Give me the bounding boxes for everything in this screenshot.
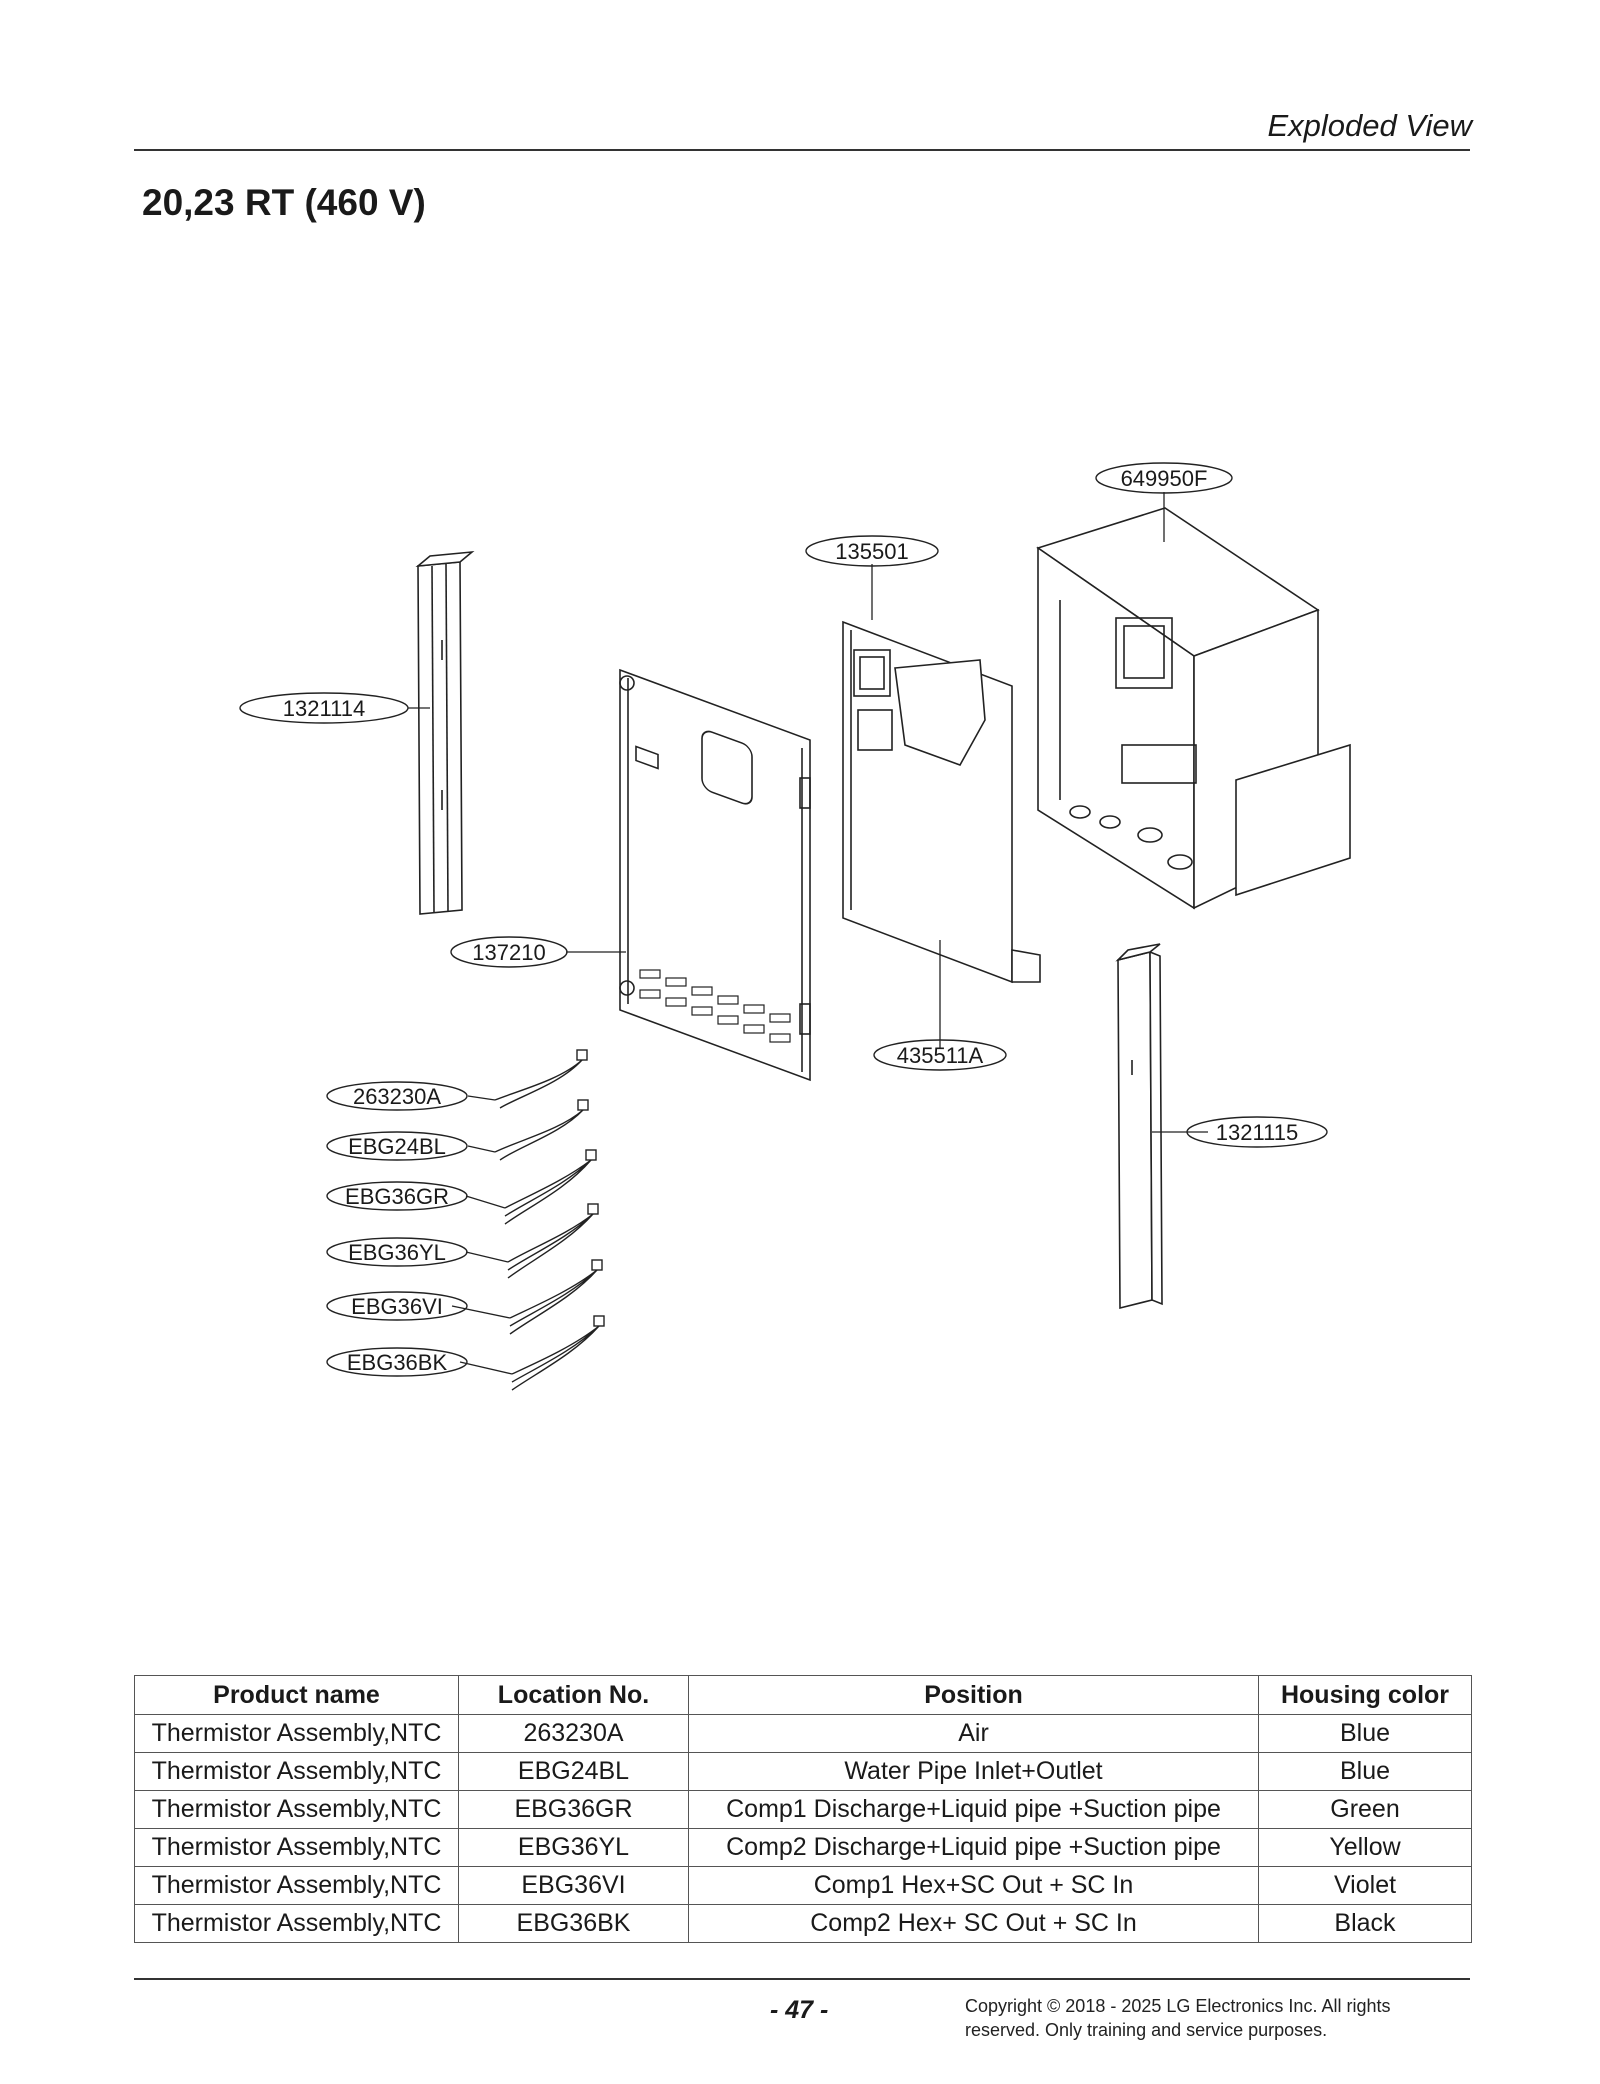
callout-EBG24BL: EBG24BL xyxy=(348,1134,446,1159)
callout-263230A: 263230A xyxy=(353,1084,441,1109)
column-header-position: Position xyxy=(688,1675,1259,1715)
callout-137210: 137210 xyxy=(472,940,545,965)
cell-product-name: Thermistor Assembly,NTC xyxy=(134,1866,459,1905)
table-row: Thermistor Assembly,NTC EBG36YL Comp2 Di… xyxy=(134,1828,1472,1867)
callout-135501: 135501 xyxy=(835,539,908,564)
section-header-title: Exploded View xyxy=(1267,108,1472,143)
cell-location-no: 263230A xyxy=(458,1714,689,1753)
cell-product-name: Thermistor Assembly,NTC xyxy=(134,1904,459,1943)
callout-EBG36VI: EBG36VI xyxy=(351,1294,443,1319)
control-plate-part xyxy=(842,620,1041,984)
table-header-row: Product name Location No. Position Housi… xyxy=(134,1675,1472,1715)
table-row: Thermistor Assembly,NTC EBG36VI Comp1 He… xyxy=(134,1866,1472,1905)
thermistor-wires xyxy=(494,1049,605,1391)
table-row: Thermistor Assembly,NTC EBG24BL Water Pi… xyxy=(134,1752,1472,1791)
callout-1321115: 1321115 xyxy=(1216,1120,1298,1145)
chassis-box-part xyxy=(1036,507,1351,910)
header-divider xyxy=(134,149,1470,151)
column-header-housing-color: Housing color xyxy=(1258,1675,1472,1715)
exploded-view-diagram: 649950F 135501 1321114 137210 435511A 13… xyxy=(239,462,1351,1391)
callout-EBG36BK: EBG36BK xyxy=(347,1350,448,1375)
page-title: 20,23 RT (460 V) xyxy=(142,182,426,223)
cell-position: Water Pipe Inlet+Outlet xyxy=(688,1752,1259,1791)
cell-position: Comp1 Hex+SC Out + SC In xyxy=(688,1866,1259,1905)
footer-divider xyxy=(134,1978,1470,1980)
cell-housing-color: Yellow xyxy=(1258,1828,1472,1867)
cell-housing-color: Green xyxy=(1258,1790,1472,1829)
copyright-line-2: reserved. Only training and service purp… xyxy=(965,2020,1328,2040)
cell-product-name: Thermistor Assembly,NTC xyxy=(134,1790,459,1829)
table-row: Thermistor Assembly,NTC 263230A Air Blue xyxy=(134,1714,1472,1753)
cell-position: Air xyxy=(688,1714,1259,1753)
table-row: Thermistor Assembly,NTC EBG36GR Comp1 Di… xyxy=(134,1790,1472,1829)
cell-position: Comp2 Hex+ SC Out + SC In xyxy=(688,1904,1259,1943)
cell-product-name: Thermistor Assembly,NTC xyxy=(134,1828,459,1867)
table-row: Thermistor Assembly,NTC EBG36BK Comp2 He… xyxy=(134,1904,1472,1943)
cell-location-no: EBG24BL xyxy=(458,1752,689,1791)
thermistor-parts-table: Product name Location No. Position Housi… xyxy=(134,1675,1472,1943)
cell-location-no: EBG36BK xyxy=(458,1904,689,1943)
callout-EBG36GR: EBG36GR xyxy=(345,1184,449,1209)
copyright-notice: Copyright © 2018 - 2025 LG Electronics I… xyxy=(965,1994,1465,2042)
callout-1321114: 1321114 xyxy=(283,696,365,721)
cell-housing-color: Blue xyxy=(1258,1752,1472,1791)
cell-housing-color: Black xyxy=(1258,1904,1472,1943)
column-header-location-no: Location No. xyxy=(458,1675,689,1715)
page-number: - 47 - xyxy=(770,1996,829,2024)
cell-housing-color: Blue xyxy=(1258,1714,1472,1753)
cell-housing-color: Violet xyxy=(1258,1866,1472,1905)
copyright-line-1: Copyright © 2018 - 2025 LG Electronics I… xyxy=(965,1996,1391,2016)
cell-position: Comp1 Discharge+Liquid pipe +Suction pip… xyxy=(688,1790,1259,1829)
callout-EBG36YL: EBG36YL xyxy=(348,1240,446,1265)
cell-location-no: EBG36YL xyxy=(458,1828,689,1867)
cell-location-no: EBG36VI xyxy=(458,1866,689,1905)
column-header-product-name: Product name xyxy=(134,1675,459,1715)
callout-435511A: 435511A xyxy=(897,1043,984,1068)
left-side-panel-part xyxy=(415,550,475,915)
right-side-panel-part xyxy=(1115,943,1163,1310)
cell-position: Comp2 Discharge+Liquid pipe +Suction pip… xyxy=(688,1828,1259,1867)
callout-649950F: 649950F xyxy=(1121,466,1208,491)
cell-location-no: EBG36GR xyxy=(458,1790,689,1829)
front-panel-part xyxy=(619,668,811,1082)
cell-product-name: Thermistor Assembly,NTC xyxy=(134,1714,459,1753)
cell-product-name: Thermistor Assembly,NTC xyxy=(134,1752,459,1791)
